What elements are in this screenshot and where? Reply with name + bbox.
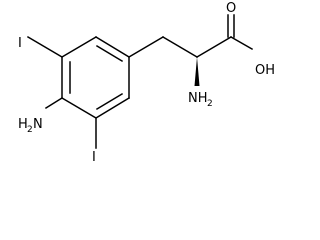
atom-label-iodine-bottom: I	[92, 150, 96, 165]
molecule-drawing: I I H 2 N NH 2 O OH	[18, 1, 275, 165]
bond-ring-to-amine	[44, 96, 64, 110]
ring-bond-bottom-right	[94, 96, 131, 120]
stereo-wedge-bond	[194, 57, 200, 86]
bond-ring-to-beta-carbon	[127, 35, 165, 59]
ring-bond-top-right	[94, 35, 131, 59]
atom-label-ring-amine-h: H	[18, 117, 28, 132]
atom-label-ring-amine-n: N	[33, 117, 43, 132]
bond-carboxyl-to-hydroxyl	[229, 35, 254, 51]
atom-label-carbonyl-oxygen: O	[226, 1, 236, 16]
bond-alpha-to-carboxyl-carbon	[195, 35, 233, 59]
atom-label-chain-amine: NH	[188, 91, 208, 106]
ring-bond-bottom-right-inner	[95, 92, 124, 111]
atom-label-hydroxyl: OH	[255, 63, 275, 78]
atom-label-ring-amine-subscript: 2	[27, 125, 33, 135]
structure-diagram: I I H 2 N NH 2 O OH	[18, 1, 276, 165]
ring-bond-bottom-left	[60, 96, 98, 120]
bond-ring-to-iodine-top	[26, 35, 64, 59]
ring-bond-top-right-inner	[95, 44, 124, 63]
atom-label-chain-amine-subscript: 2	[207, 99, 213, 109]
atom-label-iodine-top: I	[18, 36, 22, 51]
bond-beta-to-alpha-carbon	[161, 35, 199, 59]
ring-bond-top-left	[60, 35, 98, 59]
